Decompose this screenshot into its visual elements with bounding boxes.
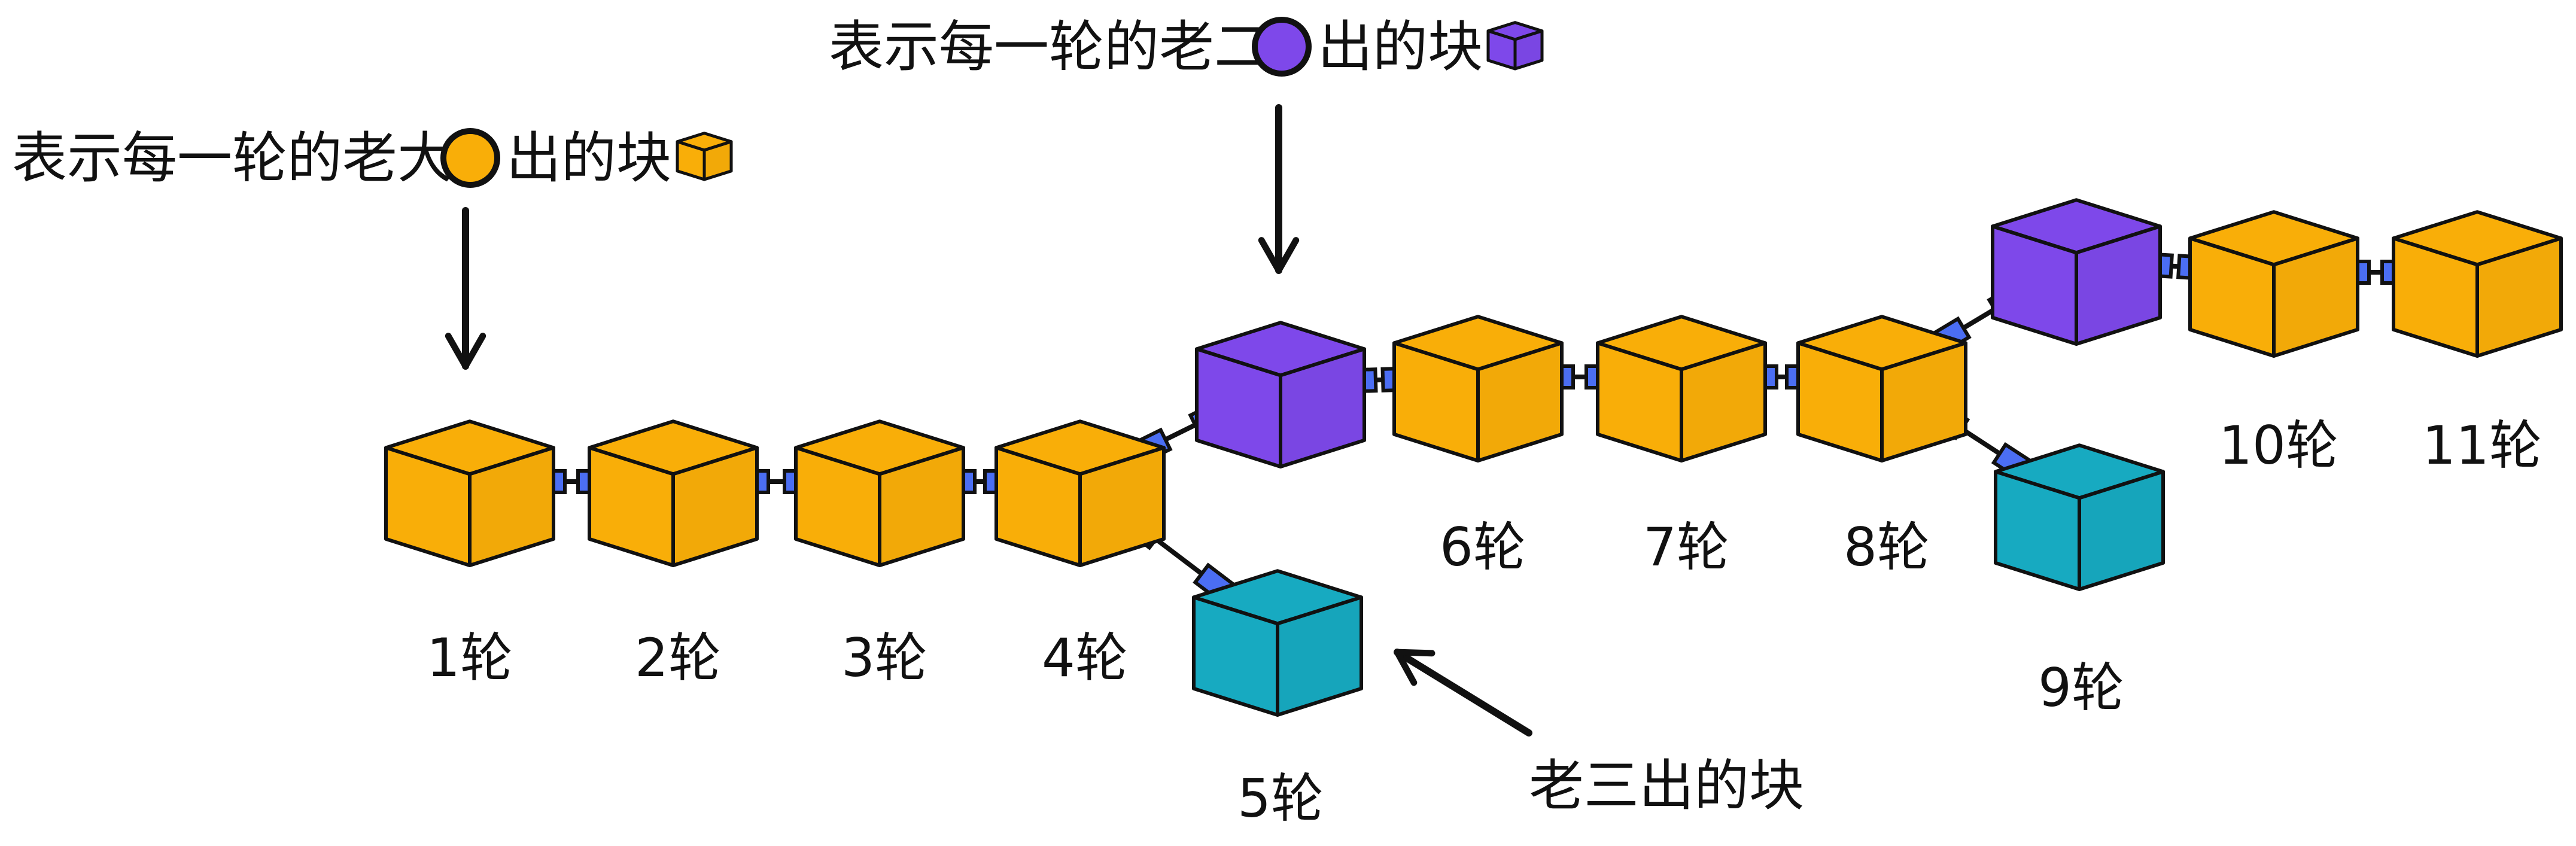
second-producer-cube-icon <box>1486 21 1544 71</box>
first-producer-circle-icon <box>440 128 500 188</box>
round-label: 8轮 <box>1844 516 1930 578</box>
cube-right-face <box>702 140 733 181</box>
round-label: 7轮 <box>1643 516 1729 578</box>
legend-third-label: 老三出的块 <box>1529 754 1804 818</box>
round-label: 3轮 <box>841 627 927 689</box>
cube-right-face <box>1078 446 1166 567</box>
legend-second-producer: 表示每一轮的老二 出的块 <box>829 15 1544 274</box>
cube-left-face <box>1486 29 1517 71</box>
block-first-producer <box>1392 315 1564 462</box>
block-first-producer <box>588 419 759 567</box>
block-second-producer <box>1991 198 2162 346</box>
block-third-producer <box>1994 443 2165 591</box>
legend-cube <box>676 132 733 181</box>
block-first-producer <box>1596 315 1767 462</box>
cube-right-face <box>1680 341 1767 462</box>
legend-first-producer: 表示每一轮的老大 出的块 <box>12 126 733 370</box>
cube-right-face <box>2075 224 2162 346</box>
block-third-producer <box>1192 569 1363 717</box>
cube-right-face <box>2475 236 2563 358</box>
second-producer-circle-icon <box>1252 17 1312 77</box>
legend-third-producer: 老三出的块 <box>1394 649 1804 818</box>
block-first-producer <box>2392 210 2563 358</box>
legend-cube <box>1486 21 1544 71</box>
round-label: 9轮 <box>2038 657 2124 719</box>
legend-second-suffix: 出的块 <box>1318 15 1483 79</box>
cube-right-face <box>2078 470 2165 591</box>
legend-second-prefix: 表示每一轮的老二 <box>829 15 1269 79</box>
cube-right-face <box>671 446 759 567</box>
blocks <box>384 198 2563 717</box>
block-second-producer <box>1195 321 1366 468</box>
block-first-producer <box>994 419 1166 567</box>
round-label: 6轮 <box>1440 516 1526 578</box>
cube-right-face <box>1279 347 1366 468</box>
round-label: 1轮 <box>427 627 513 689</box>
round-labels: 1轮 2轮 3轮 4轮 5轮 6轮 7轮 8轮 9轮 10轮 11轮 <box>427 415 2542 829</box>
cube-right-face <box>2272 236 2359 358</box>
block-first-producer <box>794 419 965 567</box>
legend-first-prefix: 表示每一轮的老大 <box>12 126 452 190</box>
cube-right-face <box>1476 341 1564 462</box>
block-first-producer <box>1796 315 1967 462</box>
cube-right-face <box>1880 341 1967 462</box>
cube-left-face <box>676 140 706 181</box>
block-first-producer <box>2188 210 2359 358</box>
block-first-producer <box>384 419 555 567</box>
cube-right-face <box>878 446 965 567</box>
round-label: 5轮 <box>1237 768 1324 829</box>
round-label: 2轮 <box>635 627 721 689</box>
round-label: 4轮 <box>1042 627 1128 689</box>
cube-right-face <box>1276 595 1363 717</box>
round-label: 10轮 <box>2219 415 2338 476</box>
arrow-to-third-block <box>1394 649 1532 737</box>
cube-right-face <box>1513 29 1544 71</box>
cube-right-face <box>468 446 555 567</box>
legend-first-suffix: 出的块 <box>506 126 671 190</box>
first-producer-cube-icon <box>676 132 733 181</box>
round-label: 11轮 <box>2422 415 2542 476</box>
